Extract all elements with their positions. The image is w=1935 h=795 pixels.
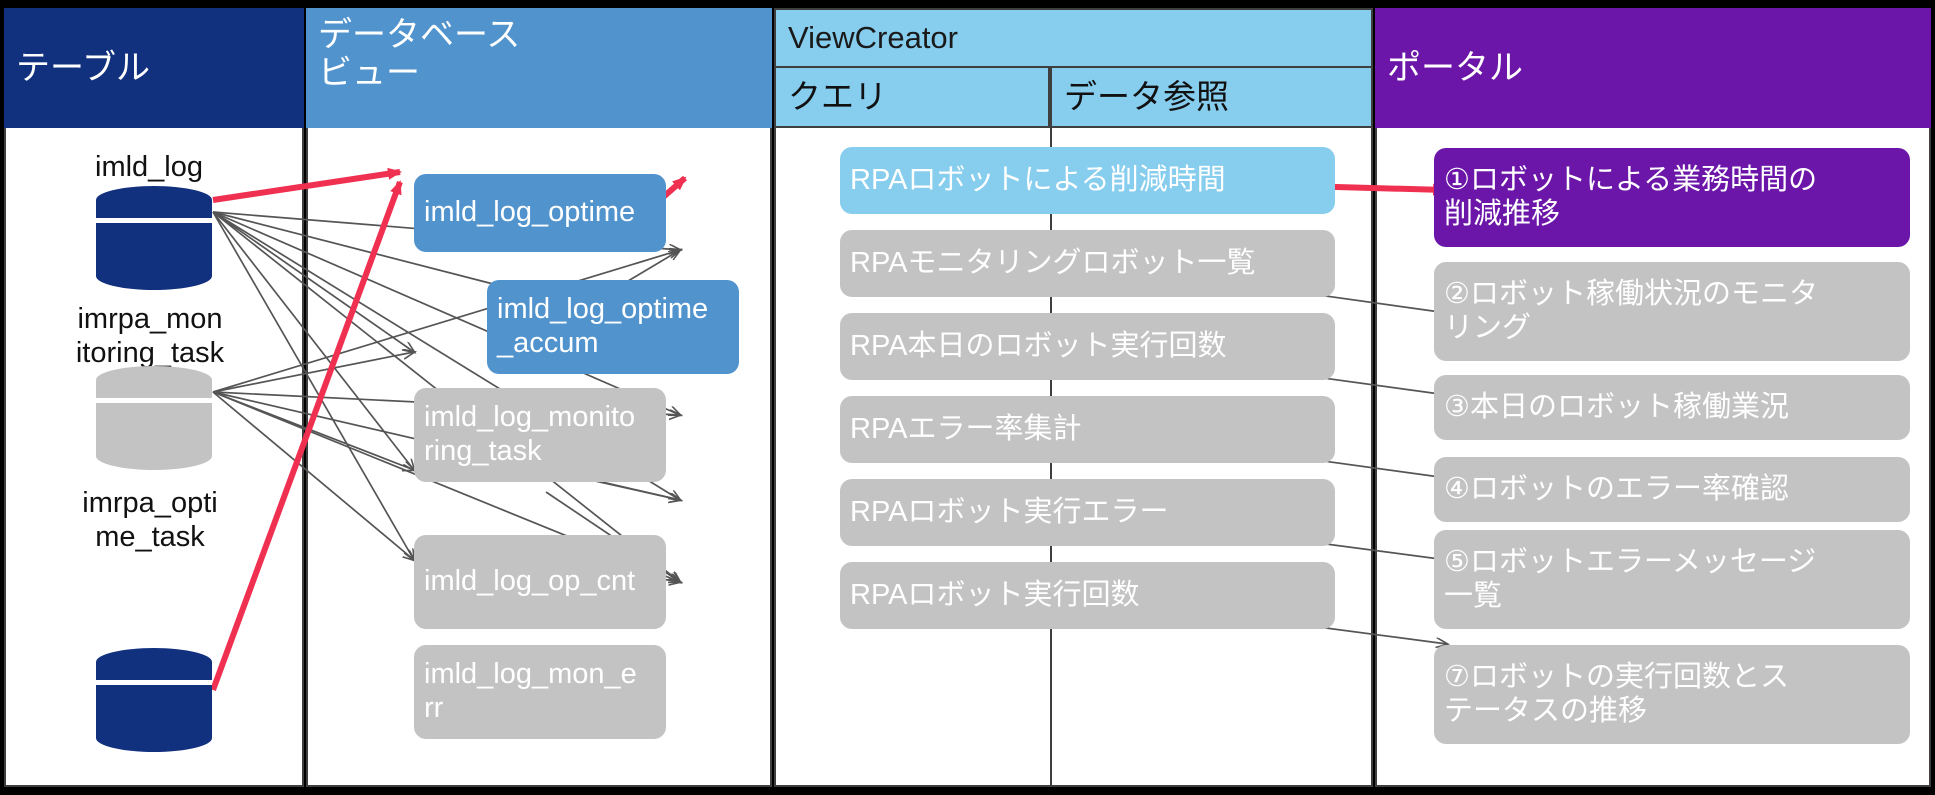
query-node-label-1: RPAモニタリングロボット一覧 — [850, 246, 1256, 279]
query-node-5[interactable]: RPAロボット実行回数 — [840, 562, 1335, 629]
view-node-label-1b: _accum — [497, 327, 599, 359]
table-label-0: imld_log — [14, 150, 284, 184]
subheader-dataref: データ参照 — [1050, 68, 1373, 128]
table-label-text-0: imld_log — [95, 151, 203, 183]
portal-node-3[interactable]: ④ロボットのエラー率確認 — [1434, 457, 1910, 522]
query-node-label-2: RPA本日のロボット実行回数 — [850, 329, 1227, 362]
portal-node-label-4b: 一覧 — [1444, 579, 1503, 612]
column-header-dbview-line2: ビュー — [318, 54, 420, 93]
subheader-query: クエリ — [774, 68, 1050, 128]
query-node-label-4: RPAロボット実行エラー — [850, 495, 1169, 528]
table-label-1: imrpa_mon itoring_task — [10, 302, 290, 370]
portal-node-label-0a: ①ロボットによる業務時間の — [1444, 163, 1818, 196]
query-node-label-3: RPAエラー率集計 — [850, 412, 1082, 445]
view-node-3[interactable]: imld_log_op_cnt — [414, 535, 666, 629]
view-node-4[interactable]: imld_log_mon_e rr — [414, 645, 666, 739]
portal-node-4[interactable]: ⑤ロボットエラーメッセージ 一覧 — [1434, 530, 1910, 629]
view-node-label-4b: rr — [424, 692, 444, 724]
view-node-2[interactable]: imld_log_monito ring_task — [414, 388, 666, 482]
portal-node-0[interactable]: ①ロボットによる業務時間の 削減推移 — [1434, 148, 1910, 247]
column-header-viewcreator: ViewCreator クエリ データ参照 — [774, 8, 1373, 128]
view-node-label-2a: imld_log_monito — [424, 401, 636, 434]
view-node-label-2b: ring_task — [424, 435, 542, 467]
view-node-label-1a: imld_log_optime — [497, 293, 709, 326]
column-header-portal: ポータル — [1375, 8, 1931, 128]
portal-node-label-0b: 削減推移 — [1444, 197, 1561, 230]
column-header-dbview-line1: データベース — [318, 16, 521, 54]
view-node-1[interactable]: imld_log_optime _accum — [487, 280, 739, 374]
portal-node-label-5a: ⑦ロボットの実行回数とス — [1444, 660, 1789, 693]
portal-node-label-4a: ⑤ロボットエラーメッセージ — [1444, 545, 1817, 578]
table-cylinder-imrpa-optime-task — [96, 648, 212, 752]
table-label-text-1a: imrpa_mon — [77, 303, 223, 335]
table-label-text-2a: imrpa_opti — [82, 487, 218, 519]
portal-node-label-2: ③本日のロボット稼働業況 — [1444, 390, 1789, 423]
view-node-0[interactable]: imld_log_optime — [414, 174, 666, 252]
table-label-text-1b: itoring_task — [75, 337, 225, 370]
column-header-table: テーブル — [4, 8, 304, 128]
table-cylinder-imld-log — [96, 186, 212, 290]
query-node-label-5: RPAロボット実行回数 — [850, 578, 1140, 611]
query-node-3[interactable]: RPAエラー率集計 — [840, 396, 1335, 463]
column-header-viewcreator-title: ViewCreator — [774, 8, 1373, 68]
query-node-0[interactable]: RPAロボットによる削減時間 — [840, 147, 1335, 214]
portal-node-label-1b: リング — [1444, 311, 1532, 344]
portal-node-label-3: ④ロボットのエラー率確認 — [1444, 472, 1789, 505]
query-node-4[interactable]: RPAロボット実行エラー — [840, 479, 1335, 546]
column-header-dbview: データベース ビュー — [306, 8, 772, 128]
portal-node-5[interactable]: ⑦ロボットの実行回数とス テータスの推移 — [1434, 645, 1910, 744]
table-label-2: imrpa_opti me_task — [10, 486, 290, 554]
portal-node-1[interactable]: ②ロボット稼働状況のモニタ リング — [1434, 262, 1910, 361]
view-node-label-4a: imld_log_mon_e — [424, 658, 637, 691]
query-node-1[interactable]: RPAモニタリングロボット一覧 — [840, 230, 1335, 297]
view-node-label-0: imld_log_optime — [424, 196, 636, 229]
portal-node-2[interactable]: ③本日のロボット稼働業況 — [1434, 375, 1910, 440]
query-node-label-0: RPAロボットによる削減時間 — [850, 163, 1226, 196]
table-cylinder-imrpa-monitoring-task — [96, 366, 212, 470]
portal-node-label-1a: ②ロボット稼働状況のモニタ — [1444, 277, 1818, 310]
table-label-text-2b: me_task — [95, 521, 205, 554]
portal-node-label-5b: テータスの推移 — [1444, 694, 1648, 727]
view-node-label-3: imld_log_op_cnt — [424, 565, 636, 598]
query-node-2[interactable]: RPA本日のロボット実行回数 — [840, 313, 1335, 380]
